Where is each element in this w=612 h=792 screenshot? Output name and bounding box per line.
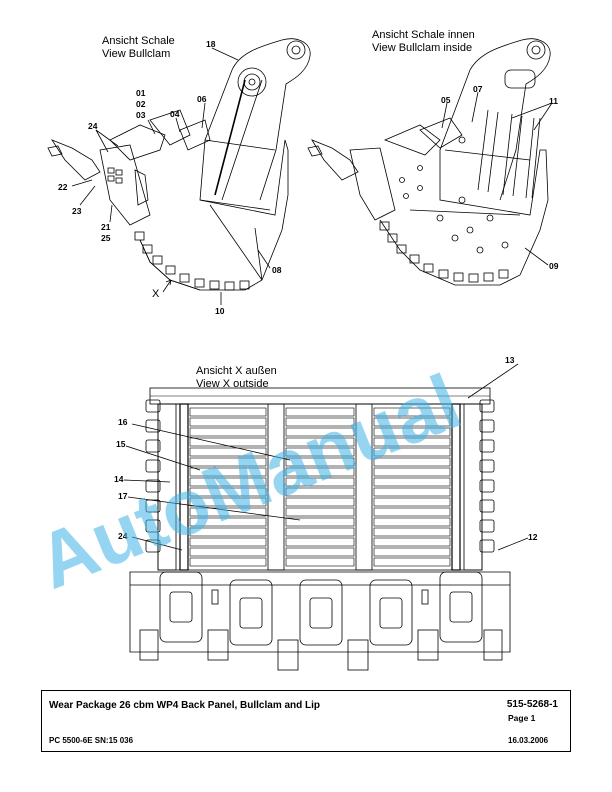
wear-plate-strip: [189, 467, 267, 477]
view-title-de-2: Ansicht Schale innen: [372, 29, 475, 41]
wear-plate-strip: [373, 467, 451, 477]
callout-11: 11: [549, 96, 558, 106]
title-block: Wear Package 26 cbm WP4 Back Panel, Bull…: [41, 690, 571, 752]
wear-plate-strip: [189, 487, 267, 497]
machine-model: PC 5500-6E SN:15 036: [49, 736, 134, 745]
wear-plate-strip: [373, 457, 451, 467]
wear-plate-strip: [189, 447, 267, 457]
document-number: 515-5268-1: [506, 699, 558, 710]
wear-plate-strip: [373, 517, 451, 527]
wear-plate-strip: [189, 537, 267, 547]
callout-06: 06: [197, 94, 207, 104]
view-bullclam-inside: [307, 38, 553, 286]
wear-plate-strip: [189, 407, 267, 417]
arrow-x-label: X: [152, 288, 160, 300]
wear-plate-strip: [189, 527, 267, 537]
wear-plate-strip: [373, 427, 451, 437]
callout-09: 09: [549, 261, 559, 271]
callout-04: 04: [170, 109, 180, 119]
callout-18: 18: [206, 39, 216, 49]
wear-plate-strip: [373, 437, 451, 447]
view-title-de-3: Ansicht X außen: [196, 365, 277, 377]
wear-plate-strip: [285, 527, 355, 537]
callout-17: 17: [118, 491, 128, 501]
wear-plate-strip: [285, 407, 355, 417]
wear-plate-strip: [285, 547, 355, 557]
view-bullclam: [47, 38, 311, 305]
drawing-title: Wear Package 26 cbm WP4 Back Panel, Bull…: [49, 700, 321, 711]
callout-03: 03: [136, 110, 146, 120]
wear-plate-strip: [285, 517, 355, 527]
callout-14: 14: [114, 474, 124, 484]
wear-plate-strip: [373, 407, 451, 417]
callout-10: 10: [215, 306, 225, 316]
wear-plate-strip: [189, 547, 267, 557]
wear-plate-strip: [373, 477, 451, 487]
callout-02: 02: [136, 99, 146, 109]
view-title-en-2: View Bullclam inside: [372, 42, 472, 54]
drawing-date: 16.03.2006: [508, 736, 549, 745]
callout-24-top: 24: [88, 121, 98, 131]
wear-plate-strip: [285, 417, 355, 427]
callout-22: 22: [58, 182, 68, 192]
wear-plate-strip: [373, 487, 451, 497]
wear-plate-strip: [189, 557, 267, 567]
wear-plate-strip: [285, 437, 355, 447]
callout-08: 08: [272, 265, 282, 275]
callout-05: 05: [441, 95, 451, 105]
wear-plate-strip: [189, 507, 267, 517]
wear-plate-strip: [373, 447, 451, 457]
wear-plate-strip: [189, 517, 267, 527]
callout-12: 12: [528, 532, 538, 542]
wear-plate-strip: [285, 497, 355, 507]
view-title-de-1: Ansicht Schale: [102, 35, 175, 47]
wear-plate-strip: [373, 537, 451, 547]
wear-plate-strip: [373, 417, 451, 427]
wear-plate-strip: [285, 447, 355, 457]
wear-plate-strip: [373, 547, 451, 557]
view-x-outside: [123, 363, 529, 671]
callout-16: 16: [118, 417, 128, 427]
wear-plate-strip: [373, 507, 451, 517]
wear-plate-strip: [373, 557, 451, 567]
callout-24-bottom: 24: [118, 531, 128, 541]
wear-plate-strip: [189, 457, 267, 467]
callout-07: 07: [473, 84, 483, 94]
callout-13: 13: [505, 355, 515, 365]
wear-plate-strip: [285, 477, 355, 487]
wear-plate-strip: [285, 507, 355, 517]
callout-01: 01: [136, 88, 146, 98]
wear-plate-strip: [285, 537, 355, 547]
wear-plate-strip: [189, 477, 267, 487]
wear-plate-strip: [373, 497, 451, 507]
wear-plate-strip: [189, 427, 267, 437]
wear-plate-strip: [285, 427, 355, 437]
callout-25: 25: [101, 233, 111, 243]
view-title-en-3: View X outside: [196, 378, 269, 390]
wear-plate-strip: [373, 527, 451, 537]
wear-plate-strip: [189, 437, 267, 447]
wear-plate-strip: [285, 487, 355, 497]
callout-23: 23: [72, 206, 82, 216]
view-title-en-1: View Bullclam: [102, 48, 170, 60]
wear-plate-strip: [189, 417, 267, 427]
wear-plate-strip: [189, 497, 267, 507]
wear-plate-strip: [285, 467, 355, 477]
wear-plate-strip: [285, 457, 355, 467]
callout-15: 15: [116, 439, 126, 449]
watermark: AutoManual: [25, 357, 472, 606]
page-number: Page 1: [508, 713, 536, 723]
wear-plate-strip: [285, 557, 355, 567]
callout-21: 21: [101, 222, 111, 232]
